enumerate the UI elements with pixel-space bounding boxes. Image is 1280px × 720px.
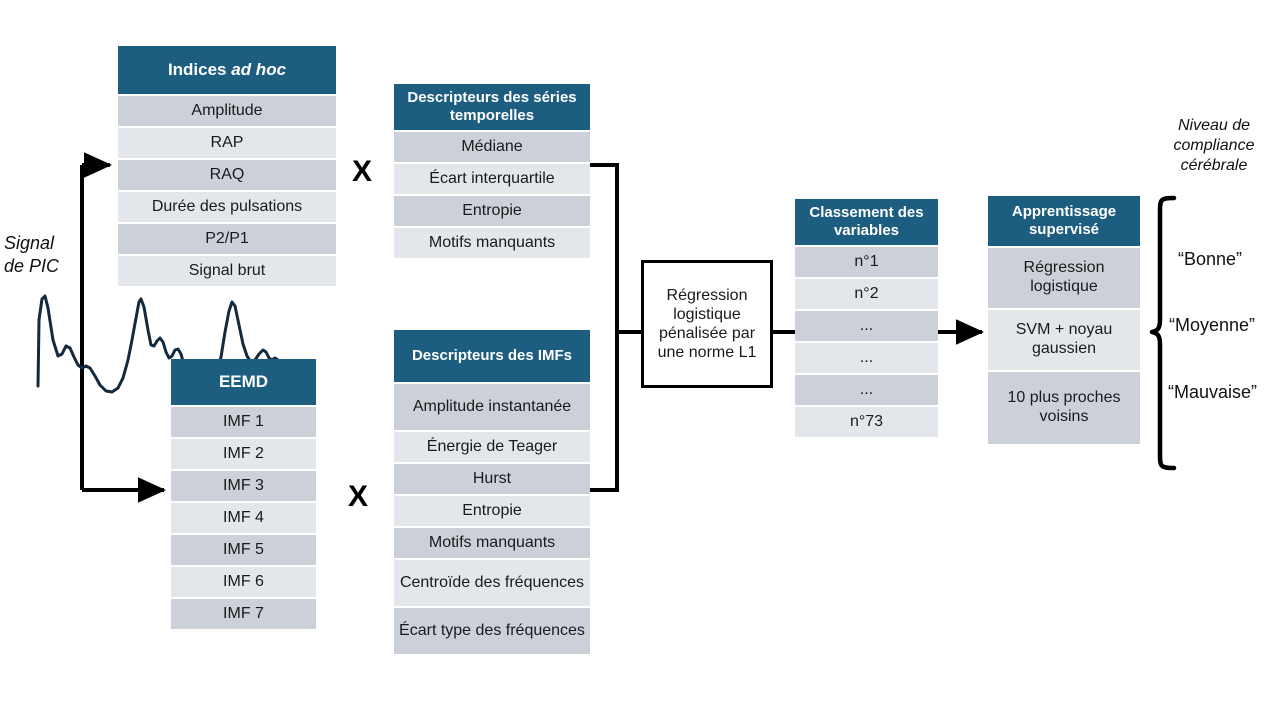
- ts-row-mediane[interactable]: Médiane: [394, 130, 590, 162]
- ts-row-entropie[interactable]: Entropie: [394, 194, 590, 226]
- eemd-row-imf1[interactable]: IMF 1: [171, 405, 316, 437]
- outcome-title: Niveau de compliance cérébrale: [1173, 117, 1255, 174]
- indices-row-signal-brut[interactable]: Signal brut: [118, 254, 336, 286]
- indices-ad-hoc-header: Indices ad hoc: [118, 46, 336, 94]
- eemd-row-imf5[interactable]: IMF 5: [171, 533, 316, 565]
- outcome-class-bonne: “Bonne”: [1178, 249, 1243, 269]
- outcome-class-mauvaise: “Mauvaise”: [1168, 382, 1258, 402]
- time-series-descriptors-header: Descripteurs des séries temporelles: [394, 84, 590, 130]
- outcome-class-moyenne: “Moyenne”: [1169, 315, 1256, 335]
- imf-row-energie-teager[interactable]: Énergie de Teager: [394, 430, 590, 462]
- ranking-row-1[interactable]: n°1: [795, 245, 938, 277]
- ranking-row-3[interactable]: ...: [795, 309, 938, 341]
- eemd-row-imf6[interactable]: IMF 6: [171, 565, 316, 597]
- indices-row-raq[interactable]: RAQ: [118, 158, 336, 190]
- eemd-row-imf2[interactable]: IMF 2: [171, 437, 316, 469]
- signal-label: Signal de PIC: [4, 232, 100, 277]
- imf-row-motifs-manquants[interactable]: Motifs manquants: [394, 526, 590, 558]
- imf-descriptors-table: Descripteurs des IMFs Amplitude instanta…: [394, 330, 590, 654]
- eemd-table: EEMD IMF 1 IMF 2 IMF 3 IMF 4 IMF 5 IMF 6…: [171, 359, 316, 629]
- descriptor-merge-bracket: [589, 163, 619, 492]
- indices-ad-hoc-header-text: Indices ad hoc: [167, 59, 287, 79]
- indices-row-p2p1[interactable]: P2/P1: [118, 222, 336, 254]
- ranking-row-5[interactable]: ...: [795, 373, 938, 405]
- learning-row-knn[interactable]: 10 plus proches voisins: [988, 370, 1140, 444]
- ranking-row-4[interactable]: ...: [795, 341, 938, 373]
- supervised-learning-header: Apprentissage supervisé: [988, 196, 1140, 246]
- supervised-learning-table: Apprentissage supervisé Régression logis…: [988, 196, 1140, 444]
- learning-row-svm-gaussian[interactable]: SVM + noyau gaussien: [988, 308, 1140, 370]
- ts-row-motifs-manquants[interactable]: Motifs manquants: [394, 226, 590, 258]
- imf-row-ecart-type-frequences[interactable]: Écart type des fréquences: [394, 606, 590, 654]
- indices-row-amplitude[interactable]: Amplitude: [118, 94, 336, 126]
- variable-ranking-table: Classement des variables n°1 n°2 ... ...…: [795, 199, 938, 437]
- imf-row-hurst[interactable]: Hurst: [394, 462, 590, 494]
- eemd-header: EEMD: [171, 359, 316, 405]
- indices-row-rap[interactable]: RAP: [118, 126, 336, 158]
- imf-descriptors-header: Descripteurs des IMFs: [394, 330, 590, 382]
- variable-ranking-header: Classement des variables: [795, 199, 938, 245]
- ranking-row-73[interactable]: n°73: [795, 405, 938, 437]
- penalized-logistic-regression-box[interactable]: Régression logistique pénalisée par une …: [641, 260, 773, 388]
- eemd-row-imf7[interactable]: IMF 7: [171, 597, 316, 629]
- time-series-descriptors-table: Descripteurs des séries temporelles Médi…: [394, 84, 590, 258]
- imf-row-entropie[interactable]: Entropie: [394, 494, 590, 526]
- multiply-symbol-bottom: X: [348, 480, 369, 513]
- penalized-logistic-regression-text: Régression logistique pénalisée par une …: [657, 286, 757, 362]
- ts-row-ecart-iq[interactable]: Écart interquartile: [394, 162, 590, 194]
- signal-label-line1: Signal: [4, 233, 55, 253]
- indices-ad-hoc-table: Indices ad hoc Amplitude RAP RAQ Durée d…: [118, 46, 336, 286]
- eemd-row-imf4[interactable]: IMF 4: [171, 501, 316, 533]
- imf-row-centroide-frequences[interactable]: Centroïde des fréquences: [394, 558, 590, 606]
- multiply-symbol-top: X: [352, 155, 373, 188]
- indices-row-duree[interactable]: Durée des pulsations: [118, 190, 336, 222]
- ranking-row-2[interactable]: n°2: [795, 277, 938, 309]
- imf-row-amplitude-instantanee[interactable]: Amplitude instantanée: [394, 382, 590, 430]
- signal-label-line2: de PIC: [4, 255, 60, 276]
- eemd-row-imf3[interactable]: IMF 3: [171, 469, 316, 501]
- learning-row-logistic-regression[interactable]: Régression logistique: [988, 246, 1140, 308]
